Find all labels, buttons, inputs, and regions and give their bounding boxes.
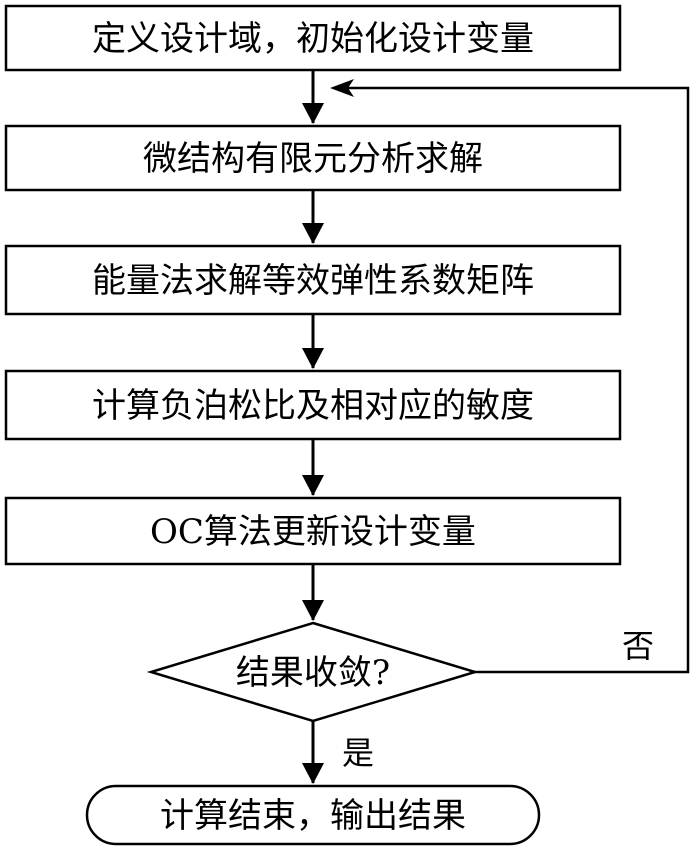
feedback-arrowhead <box>330 79 354 97</box>
feedback-loop-line <box>336 86 690 674</box>
step-oc-update: OC算法更新设计变量 <box>4 496 622 566</box>
arrowhead-4-to-5 <box>302 475 324 496</box>
step-energy-method: 能量法求解等效弹性系数矩阵 <box>4 244 622 316</box>
arrowhead-decision-to-terminal <box>302 763 324 784</box>
arrowhead-2-to-3 <box>302 223 324 244</box>
decision-label: 结果收敛? <box>236 653 390 693</box>
step-define-design-domain: 定义设计域，初始化设计变量 <box>4 4 622 72</box>
step-2-label: 微结构有限元分析求解 <box>143 139 483 179</box>
step-1-label: 定义设计域，初始化设计变量 <box>92 19 534 59</box>
arrowhead-1-to-2 <box>302 103 324 124</box>
step-4-label: 计算负泊松比及相对应的敏度 <box>92 386 534 426</box>
step-3-label: 能量法求解等效弹性系数矩阵 <box>92 261 534 301</box>
arrowhead-3-to-4 <box>302 348 324 369</box>
edge-label-no: 否 <box>622 627 654 665</box>
edge-label-yes: 是 <box>342 734 374 772</box>
decision-converged: 结果收敛? <box>146 621 480 723</box>
terminal-end: 计算结束，输出结果 <box>85 784 541 846</box>
terminal-label: 计算结束，输出结果 <box>160 796 466 836</box>
step-poisson-sensitivity: 计算负泊松比及相对应的敏度 <box>4 369 622 441</box>
step-fem-analysis: 微结构有限元分析求解 <box>4 124 622 192</box>
step-5-label: OC算法更新设计变量 <box>150 512 476 552</box>
arrowhead-5-to-decision <box>302 600 324 621</box>
